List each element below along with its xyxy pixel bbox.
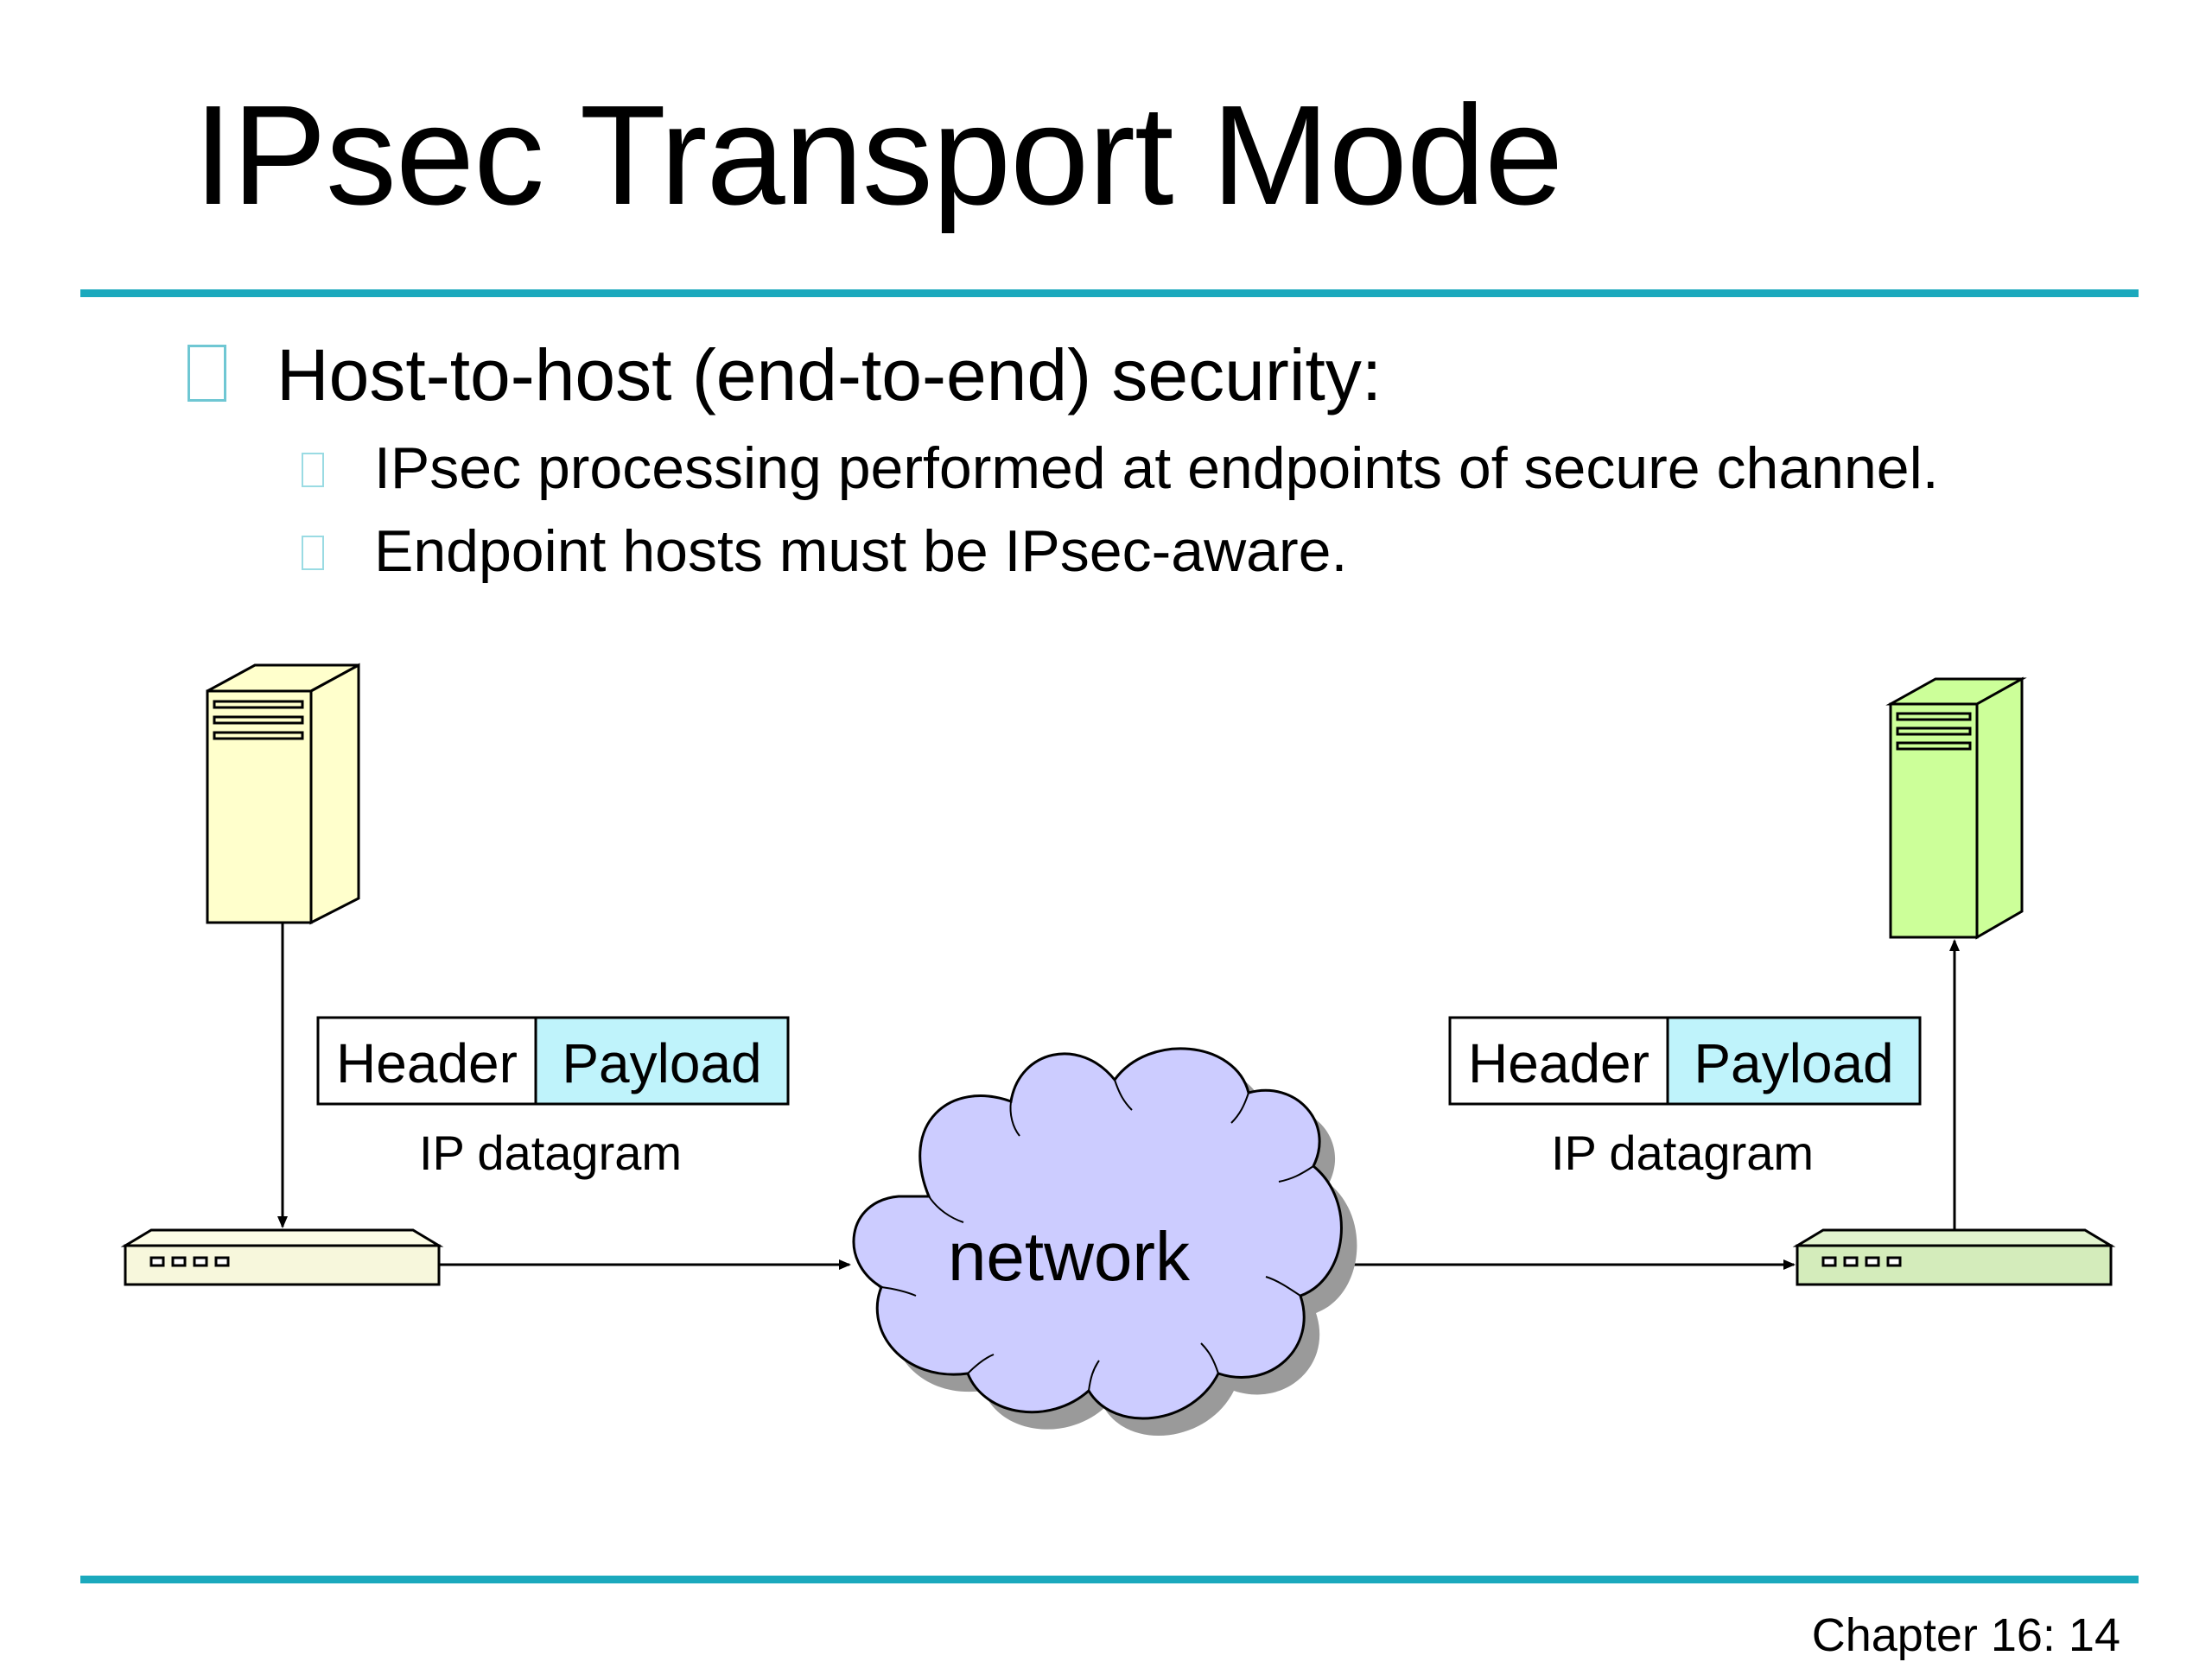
sub-bullet-marker <box>302 536 324 570</box>
right-payload-label: Payload <box>1694 1032 1893 1094</box>
right-datagram-caption: IP datagram <box>1551 1126 1814 1180</box>
bullet-marker <box>188 345 226 402</box>
right-payload-cell <box>1666 1016 1922 1106</box>
bottom-divider <box>80 1576 2139 1583</box>
left-datagram-caption: IP datagram <box>419 1126 682 1180</box>
right-header-label: Header <box>1468 1032 1649 1094</box>
left-host-server-icon <box>206 663 360 925</box>
right-router-icon <box>1792 1228 2116 1286</box>
right-ip-datagram: Header Payload IP datagram <box>1448 1016 1922 1180</box>
bullet-main: Host-to-host (end-to-end) security: <box>276 334 1382 416</box>
left-payload-label: Payload <box>562 1032 761 1094</box>
left-header-label: Header <box>336 1032 518 1094</box>
sub-bullet-marker <box>302 453 324 487</box>
slide-footer: Chapter 16: 14 <box>1811 1609 2120 1661</box>
slide-title: IPsec Transport Mode <box>194 76 1563 234</box>
left-payload-cell <box>534 1016 790 1106</box>
left-ip-datagram: Header Payload IP datagram <box>316 1016 790 1180</box>
network-label: network <box>948 1218 1191 1295</box>
right-host-server-icon <box>1885 676 2027 940</box>
top-divider <box>80 289 2139 297</box>
sub-bullet-1: IPsec processing performed at endpoints … <box>374 435 1939 501</box>
sub-bullet-2: Endpoint hosts must be IPsec-aware. <box>374 518 1348 584</box>
left-router-icon <box>120 1228 444 1286</box>
left-header-cell <box>316 1016 537 1106</box>
network-cloud-icon <box>852 1047 1357 1437</box>
right-header-cell <box>1448 1016 1669 1106</box>
